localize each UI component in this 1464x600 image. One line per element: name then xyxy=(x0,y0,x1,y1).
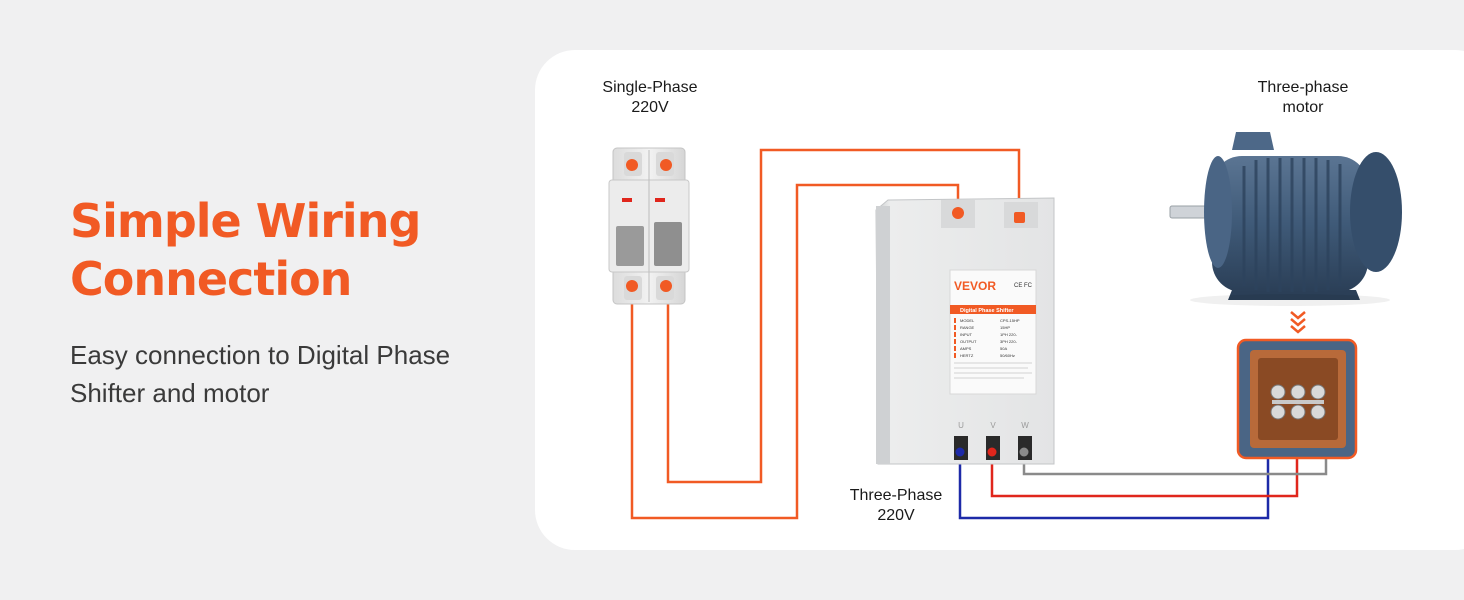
terminal-w-icon xyxy=(1019,447,1029,457)
output-label: Three-Phase 220V xyxy=(850,487,943,524)
subtext: Easy connection to Digital Phase Shifter… xyxy=(70,340,451,408)
spec-table: MODEL CPS-15HP RANGE 15HP INPUT 1PH 220- OUTPU… xyxy=(954,318,1020,358)
breaker-terminal-icon xyxy=(660,280,672,292)
headline: Simple Wiring Connection xyxy=(70,192,421,308)
spec-value: 1PH 220- xyxy=(1000,332,1018,337)
spec-key: HERTZ xyxy=(960,353,974,358)
breaker-terminal-icon xyxy=(660,159,672,171)
breaker-terminal-icon xyxy=(626,159,638,171)
wire-output-blue xyxy=(958,452,1270,520)
source-label-line-2: 220V xyxy=(631,99,669,116)
svg-text:CE FC: CE FC xyxy=(1014,283,1033,289)
spec-value: CPS-15HP xyxy=(1000,318,1020,323)
brand-logo: VEVOR xyxy=(954,279,996,293)
panel-title: Digital Phase Shifter xyxy=(960,308,1014,314)
three-phase-motor xyxy=(1169,132,1402,306)
output-label-line-2: 220V xyxy=(877,507,915,524)
circuit-breaker xyxy=(608,147,690,305)
spec-row-marker xyxy=(954,353,956,358)
spec-key: RANGE xyxy=(960,325,975,330)
spec-row-marker xyxy=(954,339,956,344)
motor-label: Three-phase motor xyxy=(1258,79,1349,116)
output-terminals: U V W xyxy=(958,421,1029,430)
chevron-down-icon xyxy=(1290,311,1306,334)
phase-shifter: VEVOR CE FC Digital Phase Shifter MODEL C… xyxy=(875,197,1055,465)
spec-value: 50A xyxy=(1000,346,1007,351)
shifter-input-terminal-icon xyxy=(1014,212,1025,223)
breaker-toggle-2 xyxy=(654,222,682,266)
wire-output-red xyxy=(990,452,1299,498)
spec-key: AMPS xyxy=(960,346,972,351)
source-label: Single-Phase 220V xyxy=(602,79,697,116)
spec-key: INPUT xyxy=(960,332,973,337)
input-wires xyxy=(630,148,1021,520)
motor-label-line-2: motor xyxy=(1283,99,1325,116)
motor-label-line-1: Three-phase xyxy=(1258,79,1349,96)
spec-value: 50/60Hz xyxy=(1000,353,1015,358)
headline-line-2: Connection xyxy=(70,252,352,306)
headline-line-1: Simple Wiring xyxy=(70,194,421,248)
spec-label: VEVOR CE FC Digital Phase Shifter MODEL C… xyxy=(949,269,1037,395)
terminal-letter: V xyxy=(990,421,996,430)
spec-row-marker xyxy=(954,346,956,351)
source-label-line-1: Single-Phase xyxy=(602,79,697,96)
spec-row-marker xyxy=(954,332,956,337)
spec-key: OUTPUT xyxy=(960,339,977,344)
wire-input-l2 xyxy=(630,183,960,520)
terminal-letter: W xyxy=(1021,421,1029,430)
terminal-v-icon xyxy=(987,447,997,457)
spec-key: MODEL xyxy=(960,318,975,323)
output-label-line-1: Three-Phase xyxy=(850,487,943,504)
motor-shaft xyxy=(1169,205,1207,219)
spec-row-marker xyxy=(954,325,956,330)
shifter-input-terminal-icon xyxy=(952,207,964,219)
terminal-letter: U xyxy=(958,421,964,430)
spec-value: 3PH 220- xyxy=(1000,339,1018,344)
terminal-u-icon xyxy=(955,447,965,457)
spec-row-marker xyxy=(954,318,956,323)
motor-junction-box xyxy=(1236,338,1358,460)
wire-input-l1 xyxy=(666,148,1021,484)
breaker-terminal-icon xyxy=(626,280,638,292)
breaker-toggle-1 xyxy=(616,226,644,266)
spec-value: 15HP xyxy=(1000,325,1010,330)
